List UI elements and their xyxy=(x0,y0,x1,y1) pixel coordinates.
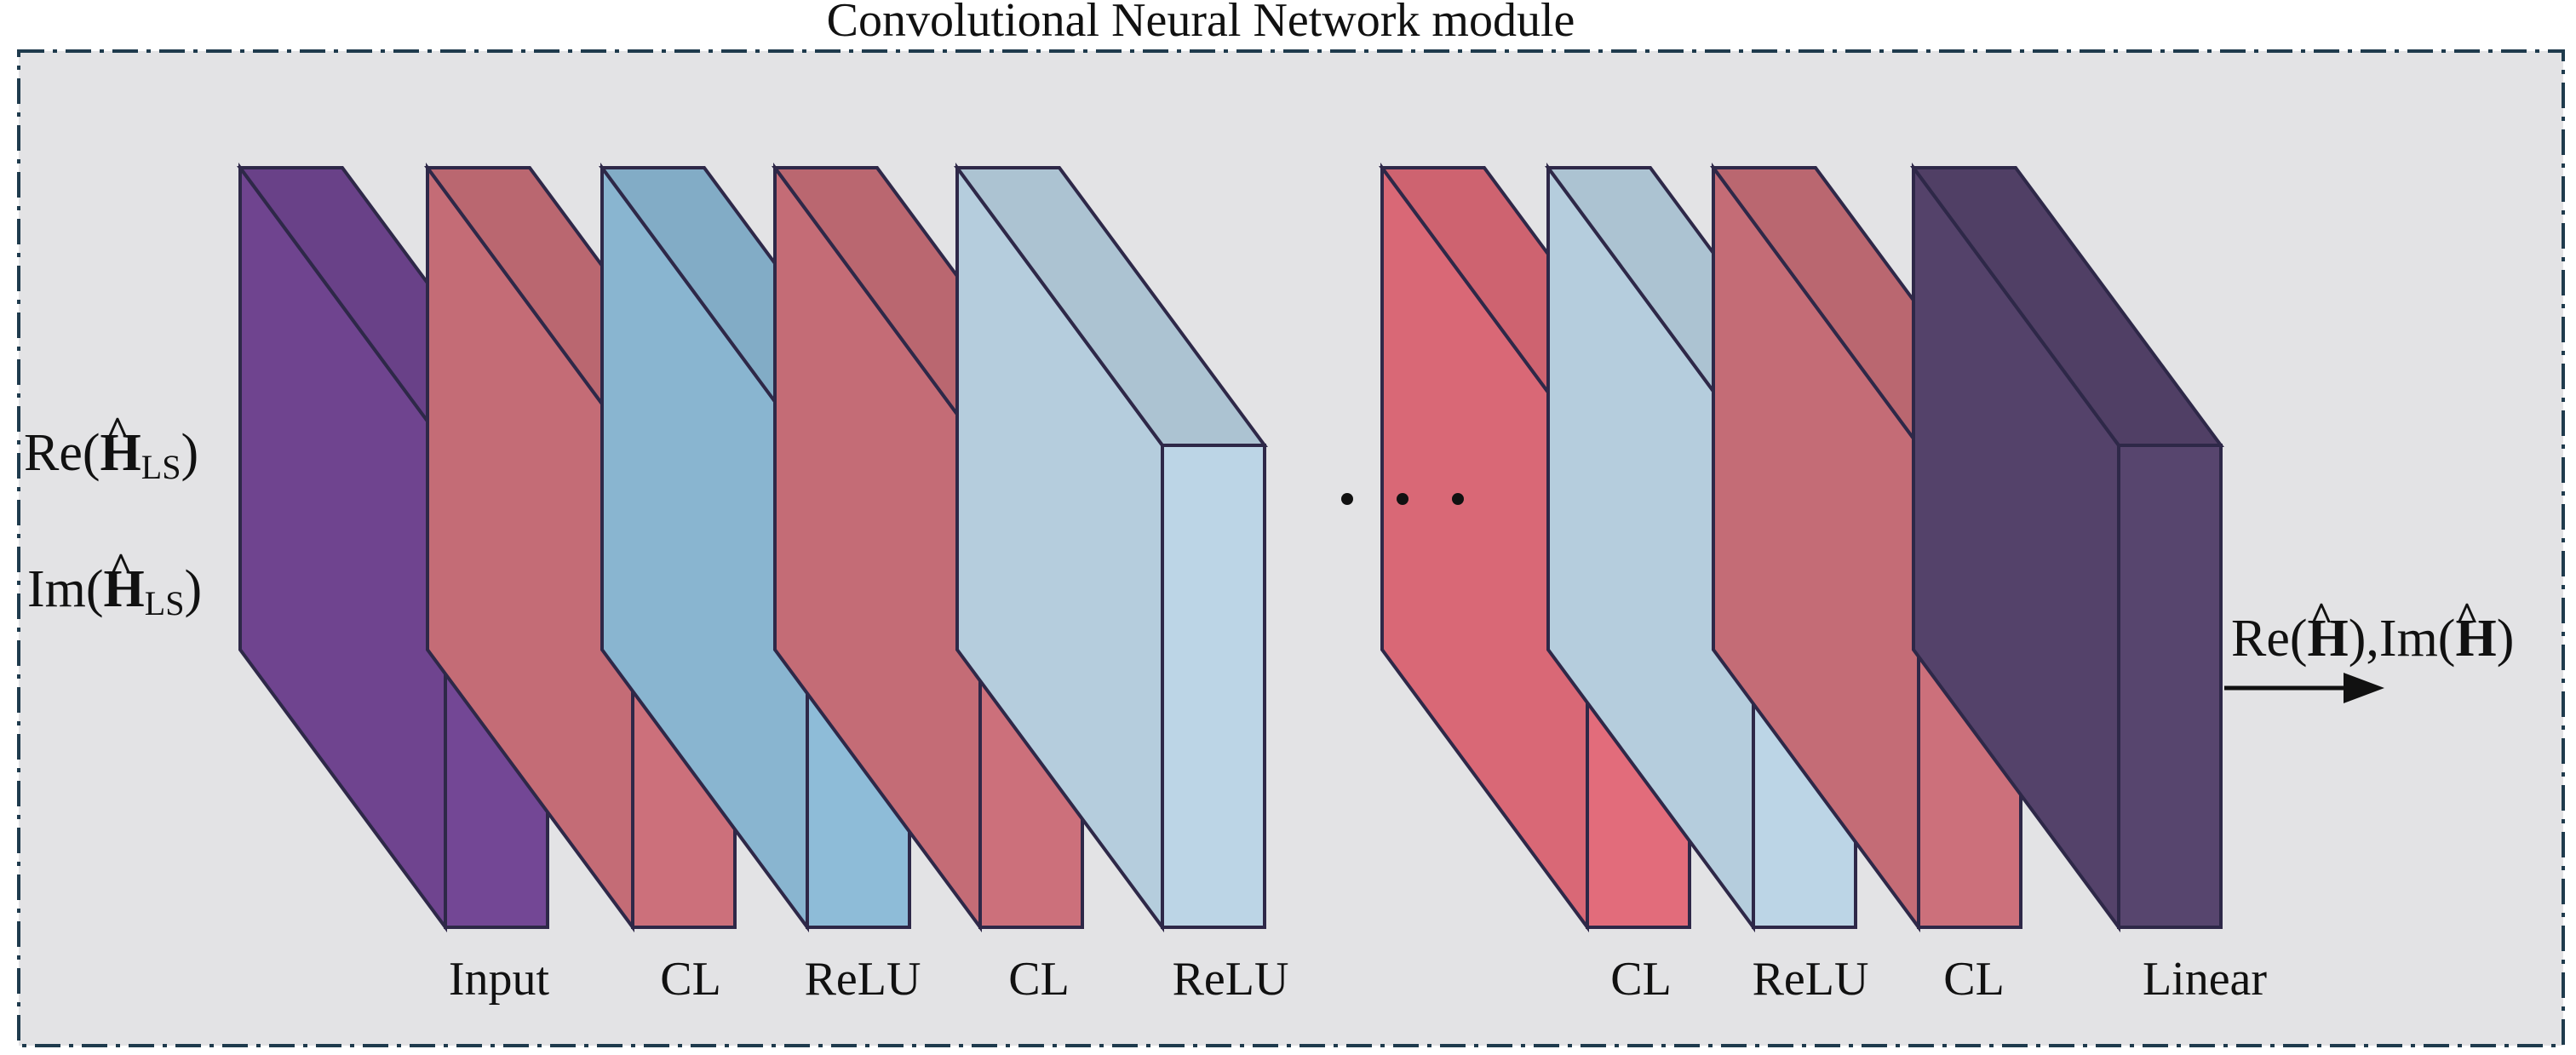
ellipsis-dot xyxy=(1397,493,1408,505)
layer-label-relu-1: ReLU xyxy=(805,953,921,1006)
im-prefix: Im( xyxy=(27,560,104,618)
layer-label-linear: Linear xyxy=(2143,953,2267,1006)
layer-blocks xyxy=(237,162,2224,933)
layer-front-face xyxy=(2117,444,2223,929)
h-symbol: H xyxy=(104,560,145,618)
output-re-suffix: ), xyxy=(2349,610,2379,668)
h-symbol: H xyxy=(2455,610,2496,668)
re-suffix: ) xyxy=(181,424,198,482)
layer-label-relu-2: ReLU xyxy=(1173,953,1289,1006)
arrow-head xyxy=(2344,673,2384,703)
ellipsis-dots xyxy=(1341,493,1464,505)
hat-mark: ^ xyxy=(106,409,129,454)
hat-mark: ^ xyxy=(109,545,133,590)
hat-mark: ^ xyxy=(2309,594,2333,639)
hat-mark: ^ xyxy=(2455,594,2479,639)
input-label-im: Im(HLS) ^ xyxy=(27,545,202,622)
layer-label-cl-1: CL xyxy=(660,953,721,1006)
layer-label-input: Input xyxy=(449,953,550,1006)
subscript-ls: LS xyxy=(145,584,185,622)
layer-label-cl-2: CL xyxy=(1008,953,1070,1006)
output-im-prefix: Im( xyxy=(2379,610,2456,668)
input-label-re: Re(HLS) ^ xyxy=(24,409,198,486)
h-symbol: H xyxy=(100,424,141,482)
h-symbol: H xyxy=(2308,610,2349,668)
svg-text:Im(HLS): Im(HLS) xyxy=(27,560,202,622)
re-prefix: Re( xyxy=(24,424,100,482)
layer-front-face xyxy=(1161,444,1266,929)
output-arrow xyxy=(2224,673,2384,703)
layer-block-linear xyxy=(1910,162,2224,933)
layer-labels: Input CL ReLU CL ReLU CL ReLU CL Linear xyxy=(449,953,2268,1006)
layer-label-relu-3: ReLU xyxy=(1753,953,1869,1006)
output-label: Re(H),Im(H) ^ ^ xyxy=(2231,594,2514,668)
layer-block-relu-2 xyxy=(954,162,1268,933)
output-re-prefix: Re( xyxy=(2231,610,2308,668)
layer-label-cl-3: CL xyxy=(1610,953,1672,1006)
im-suffix: ) xyxy=(184,560,202,618)
svg-text:Re(HLS): Re(HLS) xyxy=(24,424,198,486)
subscript-ls: LS xyxy=(141,448,181,486)
ellipsis-dot xyxy=(1341,493,1353,505)
ellipsis-dot xyxy=(1452,493,1464,505)
layer-label-cl-4: CL xyxy=(1943,953,2005,1006)
svg-text:Re(H),Im(H): Re(H),Im(H) xyxy=(2231,610,2514,668)
module-title: Convolutional Neural Network module xyxy=(827,0,1575,47)
output-im-suffix: ) xyxy=(2497,610,2515,668)
